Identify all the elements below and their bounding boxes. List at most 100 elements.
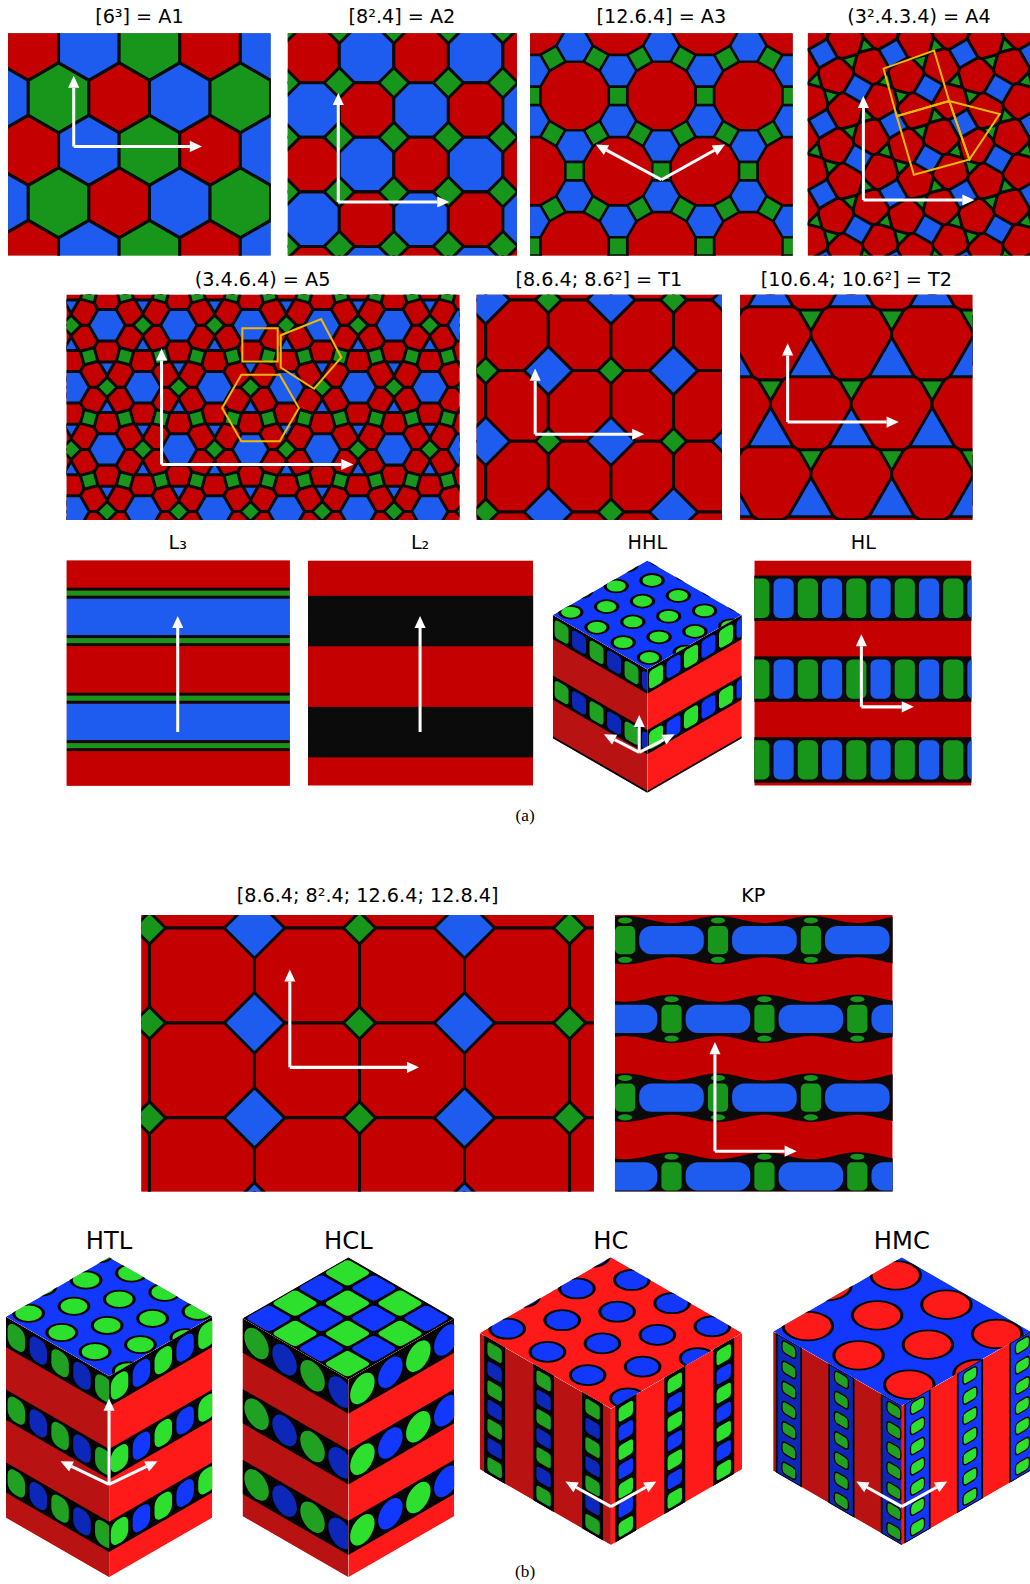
domain-cell [943, 579, 963, 618]
cube-face [109, 1315, 216, 1578]
domain-dot [591, 598, 622, 616]
domain-shape [340, 372, 376, 403]
domain-shape [116, 347, 133, 364]
domain-shape [535, 428, 561, 454]
domain-cell [967, 579, 971, 618]
domain-shape [712, 417, 722, 465]
domain-cell [133, 1428, 150, 1462]
domain-shape [488, 33, 517, 43]
domain-shape [348, 439, 368, 459]
axis-arrow [788, 421, 887, 424]
domain-shape [458, 486, 460, 500]
domain-cell [919, 659, 939, 698]
domain-cell [176, 1403, 193, 1437]
domain-shape [649, 346, 697, 394]
domain-shape [912, 195, 927, 210]
domain-shape [161, 434, 197, 465]
arrow-head [856, 634, 867, 646]
domain-cell [963, 1446, 977, 1466]
domain-shape [243, 362, 259, 376]
axis-arrow [72, 1466, 110, 1484]
domain-shape [288, 177, 300, 207]
domain-shape [240, 377, 260, 397]
domain-shape [686, 205, 723, 237]
domain-shape [67, 337, 79, 351]
domain-shape [960, 310, 972, 331]
domain-cell [1015, 1355, 1029, 1375]
domain-shape [125, 372, 161, 403]
domain-cell [822, 659, 842, 698]
domain-shape [116, 295, 133, 303]
domain-dot [574, 562, 605, 580]
face-content [480, 1333, 611, 1545]
arrow-head [887, 417, 899, 428]
domain-band [611, 1333, 742, 1545]
domain-shape [879, 450, 903, 471]
lamellar-l2 [306, 485, 535, 869]
domain-shape [350, 337, 366, 351]
domain-cell [779, 1162, 844, 1190]
domain-shape [1000, 37, 1015, 52]
domain-cell [822, 740, 842, 779]
panel-title: [8².4] = A2 [348, 6, 455, 28]
domain-cell [911, 1396, 925, 1416]
domain-dot [497, 1283, 546, 1311]
panel-title: HCL [324, 1228, 373, 1256]
domain-dot [563, 1361, 612, 1389]
domain-cell [719, 623, 733, 649]
domain-cell [350, 1509, 374, 1551]
domain-cell [919, 740, 939, 779]
domain-shape [80, 295, 97, 303]
domain-shape [824, 90, 839, 105]
domain-cell [708, 926, 728, 954]
domain-shape [135, 424, 151, 438]
domain-shape [947, 213, 962, 228]
domain-dot [698, 581, 729, 599]
domain-cell [911, 1456, 925, 1476]
domain-shape [243, 399, 259, 413]
domain-shape [458, 399, 460, 413]
axis-arrow [661, 150, 714, 179]
arrow-head [104, 1399, 115, 1411]
domain-shape [877, 143, 892, 158]
arrow-head [856, 1481, 869, 1492]
domain-dot [593, 1298, 642, 1326]
domain-cell [661, 1162, 681, 1190]
domain-band [905, 1389, 929, 1542]
domain-cell [378, 1351, 402, 1393]
domain-shape [714, 62, 782, 130]
axis-arrow [639, 740, 664, 753]
domain-shape [67, 496, 90, 520]
domain-dot [480, 1291, 492, 1319]
axis-arrow [862, 108, 865, 200]
domain-dot [627, 592, 658, 610]
domain-shape [67, 439, 82, 459]
domain-shape [196, 496, 232, 520]
domain-cell [801, 1084, 821, 1112]
arrow-head [61, 1461, 74, 1471]
domain-cell [198, 1318, 212, 1352]
domain-cell [1015, 1396, 1029, 1416]
domain-cell [846, 579, 866, 618]
domain-shape [133, 315, 153, 335]
domain-dot [565, 582, 596, 600]
axis-arrow [615, 740, 640, 753]
panel-title: [8.6.4; 8².4; 12.6.4; 12.8.4] [237, 885, 499, 907]
domain-cell [943, 659, 963, 698]
domain-shape [739, 162, 757, 180]
panel-content [8, 33, 271, 255]
domain-cell [686, 1005, 751, 1033]
domain-cell [406, 1335, 430, 1377]
domain-dot [804, 957, 818, 963]
axis-arrow [535, 433, 632, 436]
domain-shape [260, 472, 277, 489]
axis-arrow [290, 1066, 407, 1069]
domain-cell [434, 1389, 454, 1431]
domain-shape [929, 37, 944, 52]
domain-shape [894, 33, 909, 34]
domain-shape [949, 250, 978, 256]
domain-dot [132, 1306, 174, 1330]
domain-shape [912, 125, 927, 140]
domain-shape [379, 231, 409, 255]
